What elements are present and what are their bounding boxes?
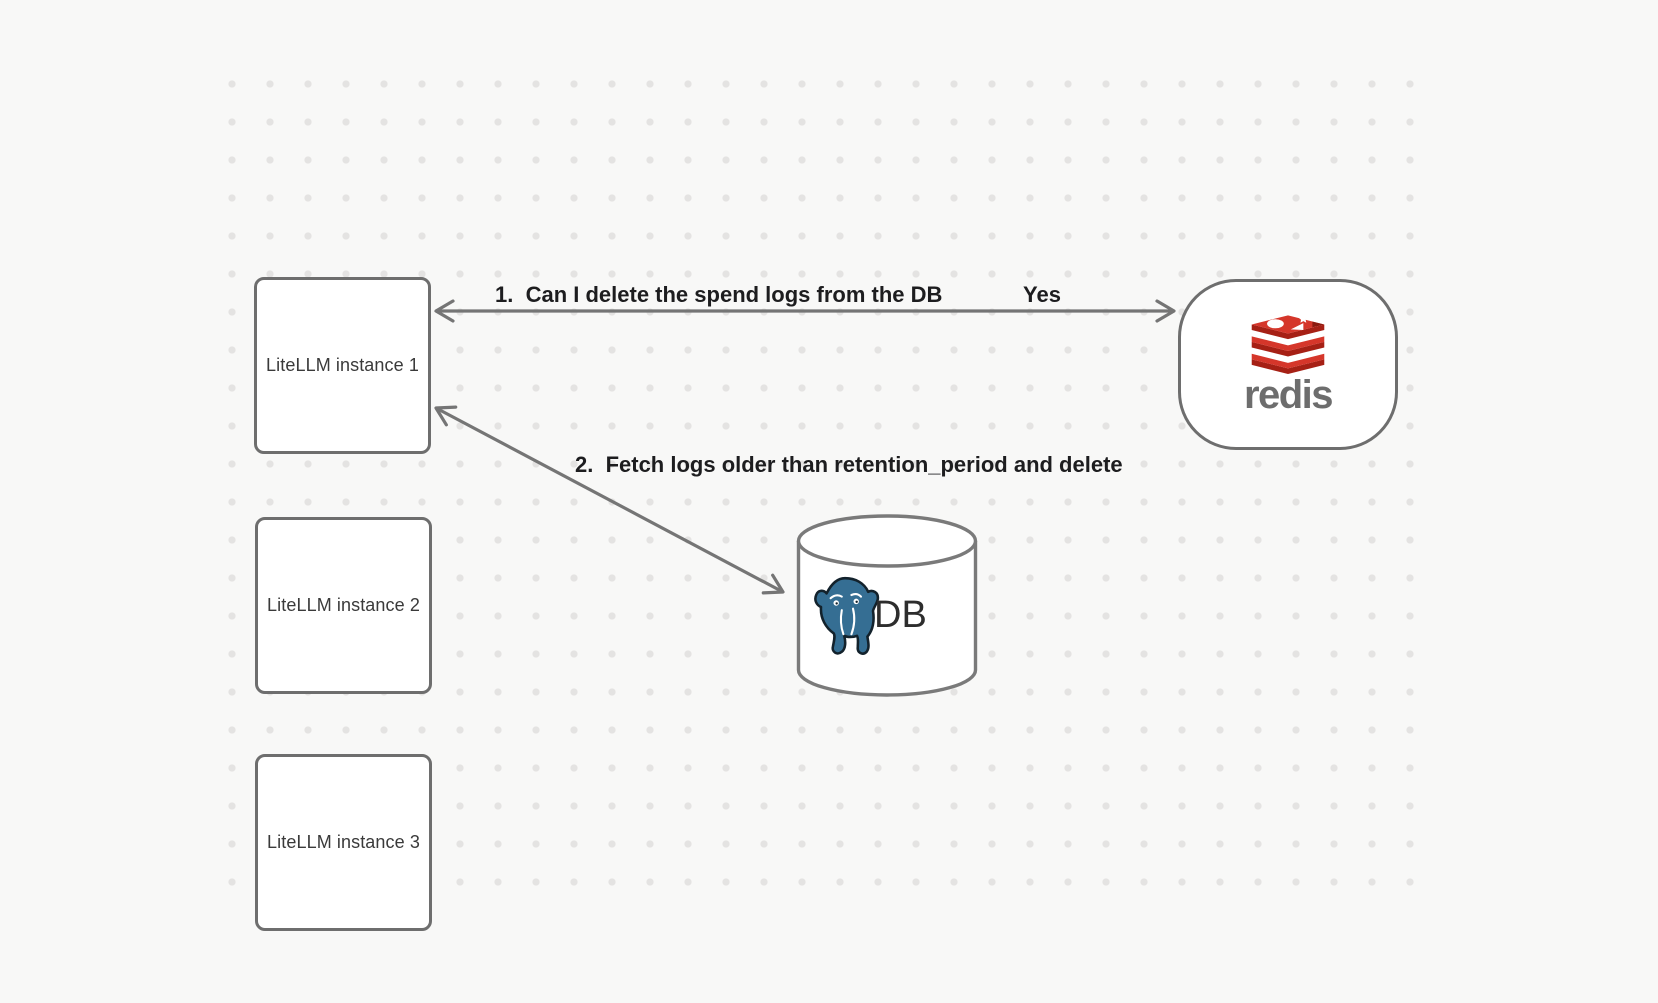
arrow-1-response-label[interactable]: Yes	[1023, 282, 1061, 307]
node-litellm-instance-1[interactable]: LiteLLM instance 1	[254, 277, 431, 454]
arrow-1-label[interactable]: 1. Can I delete the spend logs from the …	[495, 282, 943, 307]
arrow-instance1-db[interactable]	[434, 405, 785, 595]
node-label: LiteLLM instance 2	[267, 595, 420, 615]
postgresql-elephant-icon	[814, 576, 880, 655]
node-label: LiteLLM instance 1	[266, 355, 419, 375]
arrow-2-label[interactable]: 2. Fetch logs older than retention_perio…	[575, 452, 1123, 477]
node-label: LiteLLM instance 3	[267, 832, 420, 852]
node-litellm-instance-2[interactable]: LiteLLM instance 2	[255, 517, 432, 694]
db-label: DB	[874, 593, 927, 636]
node-litellm-instance-3[interactable]: LiteLLM instance 3	[255, 754, 432, 931]
redis-wordmark: redis	[1243, 373, 1334, 417]
node-db[interactable]: DB	[795, 512, 979, 702]
redis-stack-icon	[1251, 314, 1325, 374]
node-redis[interactable]: redis	[1178, 279, 1398, 450]
